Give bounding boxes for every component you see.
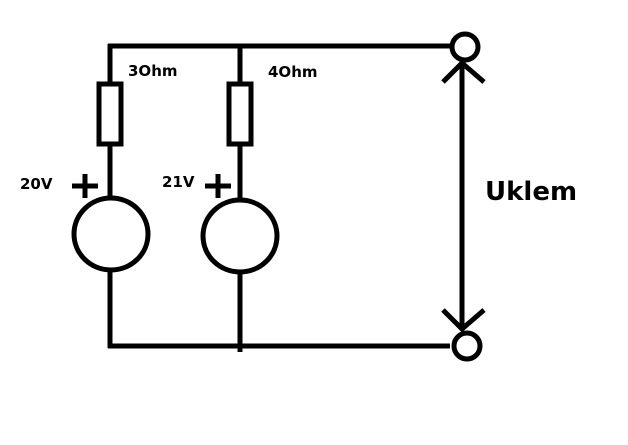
voltage-source-20v-label: 20V [20, 175, 53, 193]
plus-icon-source-21v [205, 174, 231, 198]
output-voltage-label: Uklem [485, 177, 577, 207]
voltage-source-20v [71, 195, 151, 273]
plus-icon-source-20v [72, 174, 98, 198]
voltage-source-21v [200, 197, 280, 275]
voltage-source-21v-label: 21V [162, 173, 195, 191]
resistor-4ohm-label: 4Ohm [268, 63, 318, 81]
terminal-bottom [451, 330, 483, 362]
voltage-arrow-head-bottom [441, 308, 486, 333]
resistor-3ohm [96, 81, 124, 147]
resistor-3ohm-label: 3Ohm [128, 62, 178, 80]
voltage-arrow-head-top [441, 59, 486, 84]
resistor-4ohm [226, 81, 254, 147]
terminal-top [449, 31, 481, 63]
